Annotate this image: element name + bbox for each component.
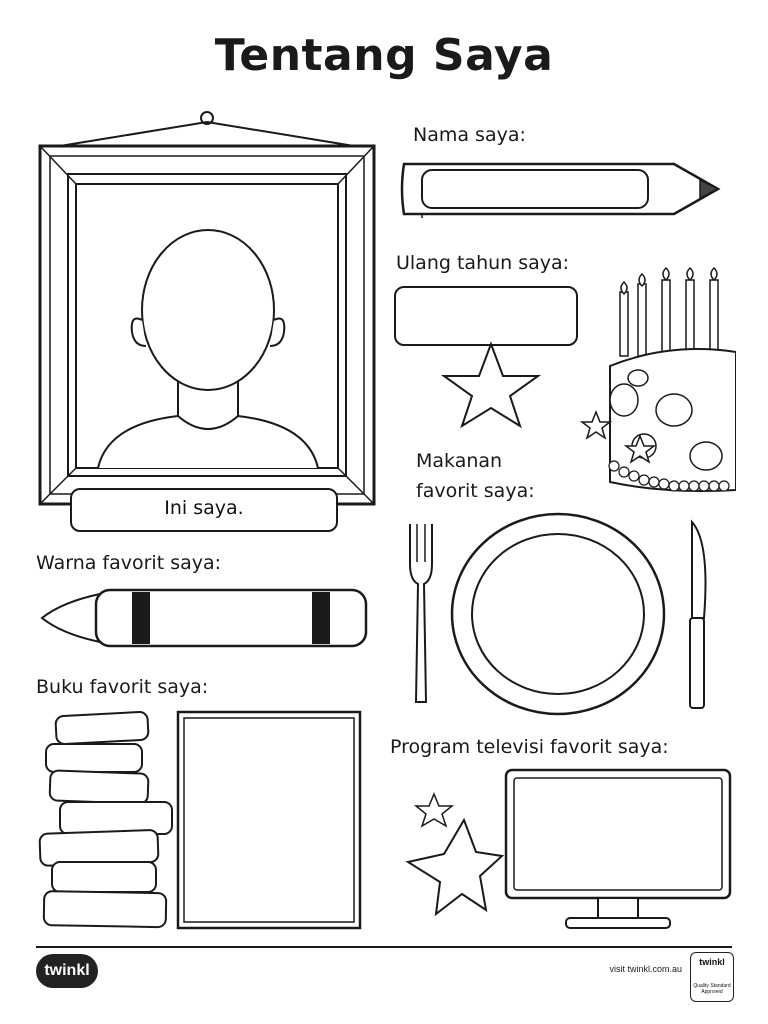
frame-caption: Ini saya. xyxy=(164,497,244,519)
badge-text: Quality Standard Approved xyxy=(693,983,731,995)
food-label: Makanan favorit saya: xyxy=(416,446,535,506)
birthday-answer-box[interactable] xyxy=(394,286,578,346)
quality-badge: twinkl Quality Standard Approved xyxy=(690,952,734,1002)
star-icon xyxy=(405,792,504,917)
name-label: Nama saya: xyxy=(413,124,526,146)
frame-caption-box: Ini saya. xyxy=(70,488,338,532)
footer-url[interactable]: visit twinkl.com.au xyxy=(609,964,682,974)
tv-label: Program televisi favorit saya: xyxy=(390,736,669,758)
color-label: Warna favorit saya: xyxy=(36,552,222,574)
open-book-icon[interactable] xyxy=(174,708,370,934)
crayon-icon[interactable] xyxy=(36,584,372,654)
book-label: Buku favorit saya: xyxy=(36,676,209,698)
badge-title: twinkl xyxy=(699,957,725,967)
birthday-label: Ulang tahun saya: xyxy=(396,252,570,274)
footer-divider xyxy=(36,946,732,948)
star-icon xyxy=(440,341,542,429)
fork-icon xyxy=(409,524,433,703)
knife-icon xyxy=(689,519,707,709)
book-stack-icon xyxy=(38,711,173,929)
food-label-line1: Makanan xyxy=(416,450,503,472)
food-label-line2: favorit saya: xyxy=(416,480,535,502)
plate-icon[interactable] xyxy=(448,510,668,720)
birthday-cake-icon xyxy=(579,266,736,492)
television-icon[interactable] xyxy=(502,766,734,934)
twinkl-logo: twinkl xyxy=(36,954,98,988)
page-title: Tentang Saya xyxy=(214,30,554,81)
picture-frame-icon xyxy=(38,111,376,506)
pencil-icon[interactable] xyxy=(400,154,726,224)
